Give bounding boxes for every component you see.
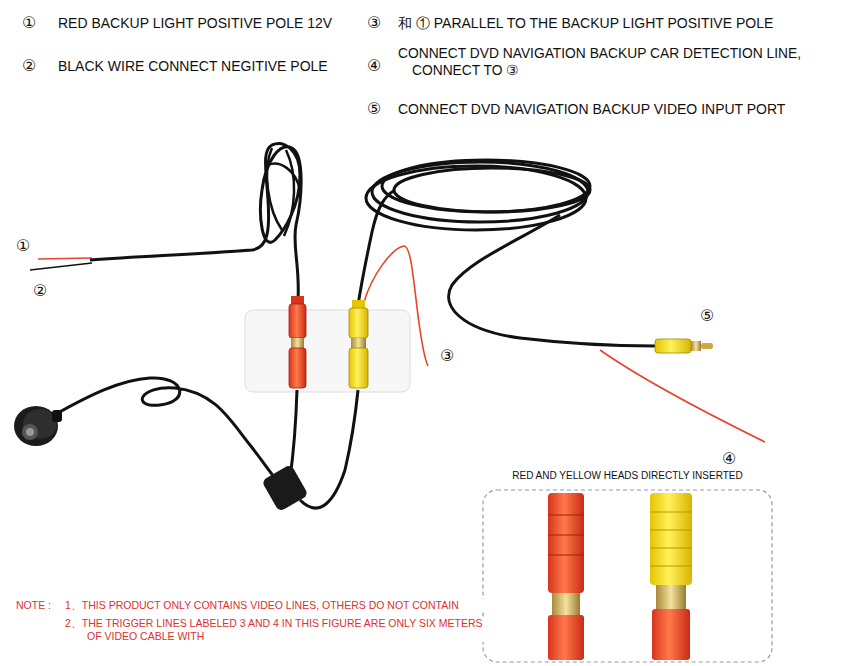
power-wires-part bbox=[38, 258, 92, 259]
backup-camera-part bbox=[22, 424, 38, 440]
camera-cable-part bbox=[290, 390, 297, 478]
video-cable-coil-part bbox=[449, 215, 655, 346]
rca-red-connector-part bbox=[289, 348, 306, 388]
rca-red-connector bbox=[289, 296, 306, 388]
video-cable-coil-part bbox=[382, 160, 590, 212]
callout-number: ① bbox=[16, 236, 30, 255]
inset-yellow-plug-part bbox=[650, 493, 692, 585]
note-text: 1、THIS PRODUCT ONLY CONTAINS VIDEO LINES… bbox=[65, 599, 497, 612]
backup-camera-part bbox=[26, 428, 34, 436]
inset-red-plug-part bbox=[552, 593, 580, 615]
rca-plug-5-part bbox=[655, 339, 691, 353]
legend-text: CONNECT DVD NAVIGATION BACKUP VIDEO INPU… bbox=[398, 101, 785, 118]
inset-red-plug-part bbox=[548, 615, 584, 660]
inset-frame bbox=[483, 490, 772, 662]
backup-camera-part bbox=[23, 409, 57, 439]
legend-text: RED BACKUP LIGHT POSITIVE POLE 12V bbox=[58, 15, 332, 32]
rca-yellow-connector-part bbox=[349, 348, 368, 388]
inset-yellow-plug-part bbox=[650, 512, 692, 566]
cable-junction bbox=[261, 464, 308, 512]
inset-red-plug-part bbox=[548, 493, 584, 593]
rca-plug-5-part bbox=[691, 341, 701, 351]
rca-plug-5-part bbox=[701, 343, 713, 349]
power-wires-part bbox=[90, 144, 301, 300]
rca-red-connector-part bbox=[291, 338, 304, 348]
rca-yellow-connector-part bbox=[349, 308, 368, 338]
power-wires-part bbox=[30, 263, 92, 270]
power-wires bbox=[30, 144, 301, 300]
rca-plug-5 bbox=[655, 339, 713, 353]
video-cable-coil-part bbox=[394, 168, 590, 212]
rca-yellow-connector-part bbox=[351, 338, 366, 348]
callout-number: ③ bbox=[367, 13, 381, 32]
rca-red-connector-part bbox=[289, 304, 306, 338]
camera-cable-part bbox=[300, 390, 358, 508]
legend-text: 和 ① PARALLEL TO THE BACKUP LIGHT POSITIV… bbox=[398, 15, 773, 32]
backup-camera-part bbox=[14, 406, 58, 446]
camera-cable bbox=[56, 378, 358, 508]
callout-number: ⑤ bbox=[700, 306, 714, 325]
inset-box: RED AND YELLOW HEADS DIRECTLY INSERTED bbox=[483, 469, 772, 664]
inset-red-plug bbox=[548, 493, 584, 660]
camera-cable-part bbox=[56, 378, 275, 478]
callout-number: ① bbox=[22, 13, 36, 32]
power-wires-part bbox=[267, 148, 300, 236]
callout-number: ② bbox=[22, 56, 36, 75]
inset-yellow-plug-part bbox=[652, 609, 690, 660]
backup-camera-part bbox=[52, 410, 62, 422]
callout-number: ④ bbox=[722, 449, 736, 468]
callout-number: ⑤ bbox=[367, 99, 381, 118]
callout-number: ② bbox=[33, 281, 47, 300]
callout-number: ④ bbox=[367, 56, 381, 75]
highlight-frame bbox=[245, 310, 410, 392]
note-heading: NOTE : bbox=[16, 599, 51, 612]
note-text: 2、THE TRIGGER LINES LABELED 3 AND 4 IN T… bbox=[65, 617, 497, 642]
rca-red-connector-part bbox=[291, 296, 304, 304]
video-cable-coil bbox=[358, 160, 655, 346]
video-cable-coil-part bbox=[358, 190, 395, 305]
callout-number: ③ bbox=[440, 346, 454, 365]
cable-junction-part bbox=[261, 464, 308, 512]
legend-text: BLACK WIRE CONNECT NEGITIVE POLE bbox=[58, 58, 328, 75]
rca-yellow-connector bbox=[349, 300, 368, 388]
inset-heading: RED AND YELLOW HEADS DIRECTLY INSERTED bbox=[483, 469, 772, 482]
rca-yellow-connector-part bbox=[352, 300, 365, 308]
inset-yellow-plug bbox=[650, 493, 692, 660]
trigger-wire-4 bbox=[600, 350, 765, 442]
trigger-wire-3 bbox=[364, 246, 428, 366]
inset-yellow-plug-part bbox=[656, 585, 686, 609]
backup-camera bbox=[14, 406, 62, 446]
inset-red-plug-part bbox=[548, 515, 584, 555]
legend-text: CONNECT DVD NAVIGATION BACKUP CAR DETECT… bbox=[398, 45, 850, 78]
